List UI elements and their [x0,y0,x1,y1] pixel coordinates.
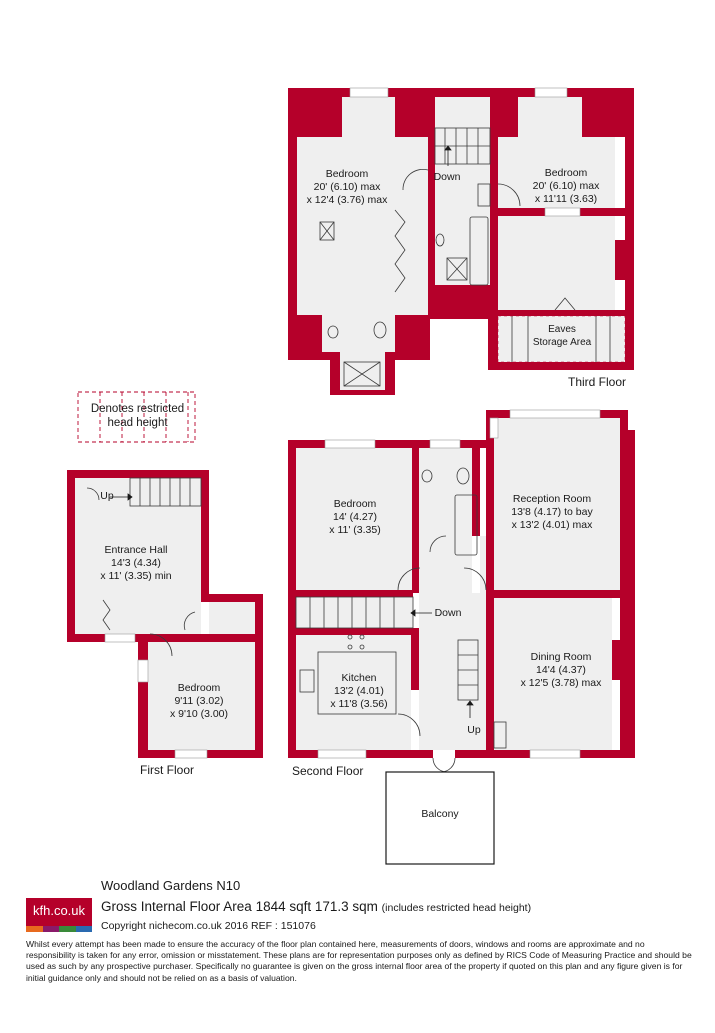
room-bedroom-1f: Bedroom 9'11 (3.02) x 9'10 (3.00) [170,682,228,721]
kfh-logo: kfh.co.uk [26,898,92,932]
room-kitchen: Kitchen 13'2 (4.01) x 11'8 (3.56) [330,672,387,711]
room-name: Bedroom [333,498,377,510]
logo-bar-2 [42,926,59,932]
room-dim-1: 20' (6.10) max [313,181,381,193]
room-bedroom-3f-left: Bedroom 20' (6.10) max x 12'4 (3.76) max [307,168,388,207]
legend-text: Denotes restricted head height [90,403,185,429]
room-dim-2: x 11'8 (3.56) [330,698,388,710]
copyright-text: Copyright nichecom.co.uk 2016 REF : 1510… [101,920,316,932]
room-entrance-hall: Entrance Hall 14'3 (4.34) x 11' (3.35) m… [100,544,171,583]
logo-bar-3 [59,926,76,932]
room-dim-2: x 13'2 (4.01) max [511,519,593,531]
logo-text: kfh.co.uk [32,903,86,918]
room-dim-1: 20' (6.10) max [532,180,600,192]
room-dining: Dining Room 14'4 (4.37) x 12'5 (3.78) ma… [521,651,602,690]
room-reception: Reception Room 13'8 (4.17) to bay x 13'2… [511,493,592,532]
room-name: Entrance Hall [104,544,168,556]
room-dim-2: x 11' (3.35) min [100,570,172,582]
room-name: Dining Room [530,651,592,663]
room-dim-2: x 9'10 (3.00) [169,708,229,720]
room-name-2: Storage Area [532,337,592,348]
floor-title-third: Third Floor [568,375,627,389]
room-dim-2: x 11'11 (3.63) [534,193,598,205]
room-dim-2: x 12'4 (3.76) max [306,194,388,206]
floor-title-second: Second Floor [292,764,364,778]
floor-area: Gross Internal Floor Area 1844 sqft 171.… [101,899,531,914]
floor-area-note: (includes restricted head height) [381,902,532,914]
room-name: Eaves [548,324,576,335]
room-dim-1: 14' (4.27) [332,511,378,523]
logo-color-bars [26,926,92,932]
label-down-2f: Down [434,607,462,619]
room-dim-1: 13'2 (4.01) [334,685,384,697]
room-dim-1: 14'3 (4.34) [111,557,161,569]
floor-area-main: Gross Internal Floor Area 1844 sqft 171.… [101,899,378,914]
property-address: Woodland Gardens N10 [101,878,241,893]
room-name: Bedroom [544,167,588,179]
room-dim-1: 14'4 (4.37) [536,664,586,676]
logo-bar-1 [26,926,43,932]
room-name: Reception Room [512,493,592,505]
label-up-1f: Up [100,490,114,502]
floor-title-first: First Floor [140,763,194,777]
room-dim-2: x 11' (3.35) [329,524,381,536]
room-name: Bedroom [325,168,369,180]
room-dim-2: x 12'5 (3.78) max [520,677,602,689]
room-name: Bedroom [177,682,221,694]
room-dim-1: 9'11 (3.02) [174,695,224,707]
room-balcony: Balcony [421,808,459,820]
room-eaves-storage: Eaves Storage Area [533,323,591,349]
room-name: Kitchen [341,672,377,684]
label-down-3f: Down [433,171,461,183]
label-up-2f: Up [467,724,481,736]
disclaimer-text: Whilst every attempt has been made to en… [26,939,692,983]
restricted-head-height-legend [77,391,196,443]
logo-bar-4 [75,926,92,932]
room-dim-1: 13'8 (4.17) to bay [511,506,593,518]
room-bedroom-2f: Bedroom 14' (4.27) x 11' (3.35) [329,498,380,537]
room-bedroom-3f-right: Bedroom 20' (6.10) max x 11'11 (3.63) [533,167,600,206]
